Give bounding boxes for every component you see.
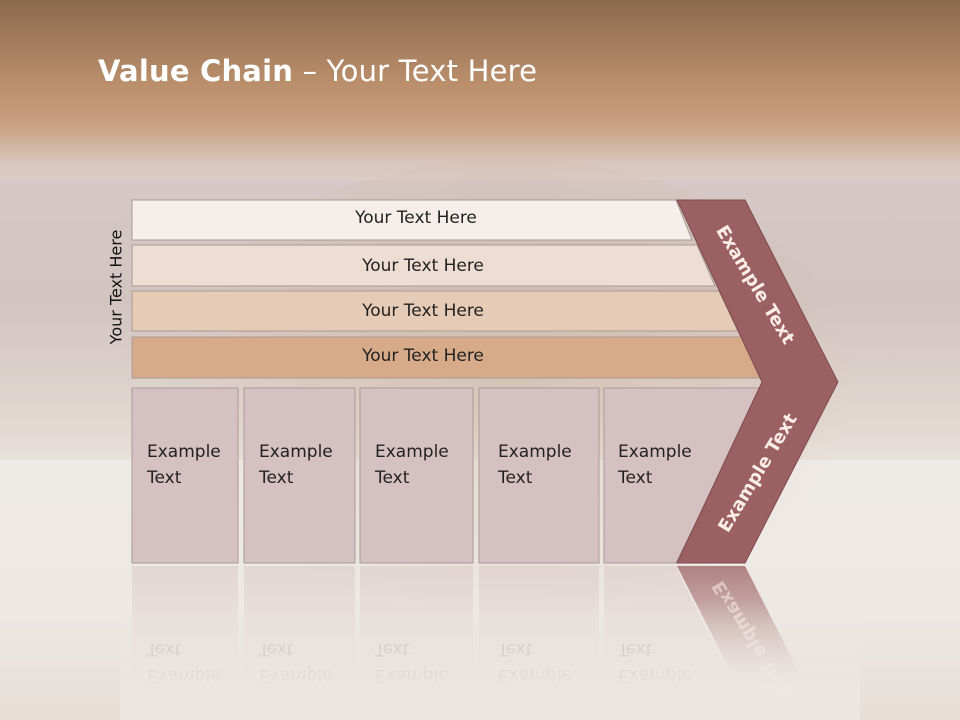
- box-2: [243, 387, 356, 564]
- bar-2: [131, 244, 716, 287]
- reflection-fade: [120, 600, 860, 720]
- box-3-line1: Example: [375, 442, 449, 462]
- box-4-line2: Text: [498, 468, 533, 488]
- bar-2-label: Your Text Here: [362, 256, 484, 276]
- box-5-line2: Text: [618, 468, 653, 488]
- box-3: [359, 387, 474, 564]
- box-2-line2: Text: [259, 468, 294, 488]
- box-5-line1: Example: [618, 442, 692, 462]
- slide-title: Value Chain – Your Text Here: [98, 54, 537, 88]
- bar-1-label: Your Text Here: [355, 208, 477, 228]
- box-4: [478, 387, 600, 564]
- background-top: [0, 0, 960, 200]
- bar-3-label: Your Text Here: [362, 301, 484, 321]
- box-1-line2: Text: [147, 468, 182, 488]
- bar-4-label: Your Text Here: [362, 346, 484, 366]
- box-3-line2: Text: [375, 468, 410, 488]
- box-1-line1: Example: [147, 442, 221, 462]
- box-2-line1: Example: [259, 442, 333, 462]
- box-1: [131, 387, 239, 564]
- slide-title-bold: Value Chain: [98, 54, 294, 88]
- slide-title-rest: – Your Text Here: [293, 54, 538, 88]
- bar-1: [131, 199, 693, 241]
- chevron-arrow: [676, 199, 839, 564]
- box-5: [603, 387, 763, 564]
- box-4-line1: Example: [498, 442, 572, 462]
